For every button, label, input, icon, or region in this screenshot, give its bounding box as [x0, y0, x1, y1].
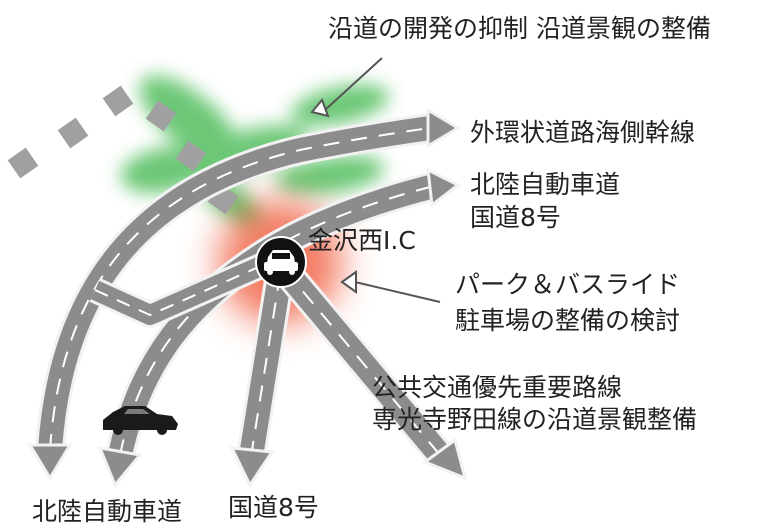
- arrow-head-ne: [426, 167, 461, 208]
- dashed-boundary-line: [7, 85, 239, 215]
- label-top: 沿道の開発の抑制 沿道景観の整備: [328, 14, 711, 43]
- arrow-head-bottom-left-2: [97, 446, 143, 488]
- label-bottom-mid: 国道8号: [228, 493, 319, 522]
- label-route-2: 専光寺野田線の沿道景観整備: [372, 405, 698, 434]
- arrow-head-bottom-left: [27, 443, 73, 481]
- label-route8-ne: 国道8号: [470, 203, 561, 232]
- green-zone: [275, 155, 385, 195]
- road-outer-ring: [35, 113, 433, 452]
- arrow-head-outer-ring: [426, 107, 461, 149]
- green-zone: [290, 84, 390, 126]
- arrow-head-se: [421, 437, 468, 481]
- label-hokuriku-ne: 北陸自動車道: [470, 170, 621, 199]
- label-bottom-left: 北陸自動車道: [32, 497, 183, 526]
- label-outer-ring: 外環状道路海側幹線: [470, 118, 696, 147]
- car-icon: [103, 406, 178, 435]
- ic-car-badge-icon: [255, 236, 307, 288]
- pointer-arrow-icon: [340, 270, 441, 303]
- road-route8-south: [237, 272, 295, 453]
- pointer-arrow-icon: [310, 57, 383, 118]
- label-route-1: 公共交通優先重要路線: [372, 373, 623, 402]
- label-park-ride: パーク＆バスライド: [455, 270, 681, 299]
- road-connector: [89, 250, 276, 328]
- label-ic: 金沢西I.C: [308, 226, 416, 255]
- arrow-head-route8: [229, 446, 275, 489]
- label-park-ride-2: 駐車場の整備の検討: [455, 306, 681, 335]
- road-senkoji-noda: [273, 260, 452, 465]
